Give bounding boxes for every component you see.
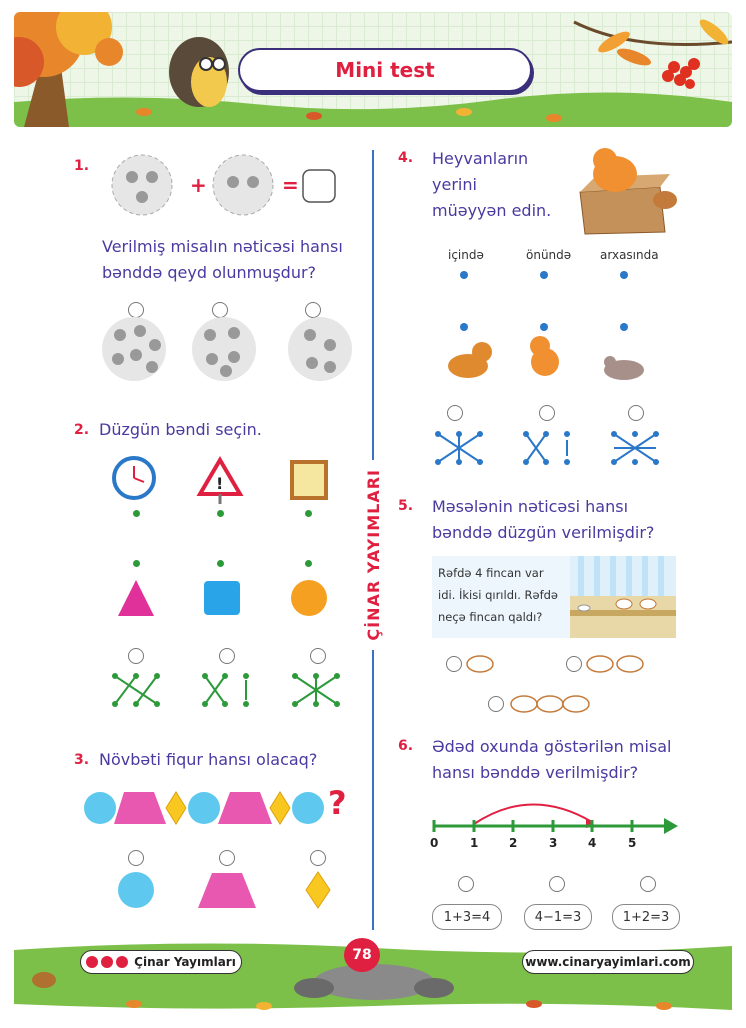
- q6-tick-3: 3: [549, 836, 558, 850]
- page-number-apple: 78: [344, 938, 380, 972]
- q4-cat-box-illustration: [579, 148, 677, 235]
- q6-option-a-radio[interactable]: [458, 876, 474, 892]
- q5-text-line1: Məsələnin nəticəsi hansı: [432, 497, 629, 516]
- svg-text:!: !: [216, 474, 223, 493]
- q6-tick-4: 4: [588, 836, 597, 850]
- q2-option-a-radio[interactable]: [128, 648, 144, 664]
- q2-bottom-dot-1[interactable]: [133, 560, 140, 567]
- q6-option-b-equation[interactable]: 4−1=3: [524, 904, 592, 930]
- q4-animals-illustration: [448, 336, 644, 380]
- q4-top-dot-3[interactable]: [620, 271, 628, 279]
- q6-option-c-radio[interactable]: [640, 876, 656, 892]
- q2-number: 2.: [74, 422, 90, 438]
- youtube-icon: [116, 956, 129, 968]
- footer-website[interactable]: www.cinaryayimlari.com: [525, 955, 691, 969]
- footer-website-pill[interactable]: www.cinaryayimlari.com: [522, 950, 694, 974]
- q2-option-b-radio[interactable]: [219, 648, 235, 664]
- footer-publisher-pill[interactable]: Çinar Yayımları: [80, 950, 242, 974]
- q4-bottom-dot-2[interactable]: [540, 323, 548, 331]
- q1-option-c-radio[interactable]: [305, 302, 321, 318]
- page-title: Mini test: [335, 58, 435, 82]
- svg-text:+: +: [190, 173, 207, 197]
- q5-text-line2: bənddə düzgün verilmişdir?: [432, 523, 655, 542]
- q6-option-c-equation[interactable]: 1+2=3: [612, 904, 680, 930]
- q2-top-dot-1[interactable]: [133, 510, 140, 517]
- q5-number: 5.: [398, 498, 414, 514]
- q5-cups-illustration: [466, 655, 644, 713]
- q1-equation-illustration: + =: [111, 154, 336, 216]
- q4-text-line2: yerini: [432, 175, 477, 194]
- q4-bottom-dot-3[interactable]: [620, 323, 628, 331]
- q4-option-c-radio[interactable]: [628, 405, 644, 421]
- q3-option-b-radio[interactable]: [219, 850, 235, 866]
- q4-label-behind: arxasında: [600, 248, 659, 262]
- q2-option-c-radio[interactable]: [310, 648, 326, 664]
- q3-question-mark: ?: [328, 784, 347, 822]
- q2-text: Düzgün bəndi seçin.: [99, 420, 262, 439]
- q3-answer-shapes: [118, 871, 331, 909]
- title-box: Mini test: [238, 48, 532, 92]
- q2-top-dot-2[interactable]: [217, 510, 224, 517]
- page-number: 78: [352, 947, 372, 963]
- publisher-vertical-label: ÇİNAR YAYIMLARI: [358, 460, 388, 650]
- q3-option-c-radio[interactable]: [310, 850, 326, 866]
- q4-label-inside: içində: [448, 248, 484, 262]
- q6-number-line: [432, 803, 678, 834]
- q5-problem-text: Rəfdə 4 fincan var idi. İkisi qırıldı. R…: [438, 566, 558, 624]
- q4-option-b-radio[interactable]: [539, 405, 555, 421]
- q6-text-line2: hansı bənddə verilmişdir?: [432, 763, 639, 782]
- q2-bottom-dot-3[interactable]: [305, 560, 312, 567]
- q2-top-dot-3[interactable]: [305, 510, 312, 517]
- svg-text:=: =: [282, 173, 299, 197]
- q3-pattern-sequence: [84, 791, 324, 825]
- q5-shelf-illustration: [570, 556, 676, 638]
- q5-problem-box: Rəfdə 4 fincan var idi. İkisi qırıldı. R…: [432, 556, 676, 638]
- q3-option-a-radio[interactable]: [128, 850, 144, 866]
- q6-tick-2: 2: [509, 836, 518, 850]
- q6-option-a-equation[interactable]: 1+3=4: [432, 904, 502, 930]
- q1-answer-mice-illustration: [102, 317, 352, 381]
- q2-bottom-dot-2[interactable]: [217, 560, 224, 567]
- q4-number: 4.: [398, 150, 414, 166]
- q2-matching-lines: [112, 673, 340, 707]
- q3-number: 3.: [74, 752, 90, 768]
- q6-tick-0: 0: [430, 836, 439, 850]
- q5-option-a-radio[interactable]: [446, 656, 462, 672]
- q5-option-b-radio[interactable]: [566, 656, 582, 672]
- q1-number: 1.: [74, 158, 90, 174]
- instagram-icon: [101, 956, 114, 968]
- q5-option-c-radio[interactable]: [488, 696, 504, 712]
- q4-top-dot-2[interactable]: [540, 271, 548, 279]
- q4-option-a-radio[interactable]: [447, 405, 463, 421]
- q2-objects-illustration: !: [112, 456, 328, 504]
- q6-tick-5: 5: [628, 836, 637, 850]
- q4-text-line1: Heyvanların: [432, 149, 529, 168]
- q4-top-dot-1[interactable]: [460, 271, 468, 279]
- q6-tick-1: 1: [470, 836, 479, 850]
- autumn-scene-illustration: [14, 12, 732, 127]
- facebook-icon: [86, 956, 99, 968]
- q1-text-line1: Verilmiş misalın nəticəsi hansı: [102, 237, 343, 256]
- q6-text-line1: Ədəd oxunda göstərilən misal: [432, 737, 672, 756]
- q4-bottom-dot-1[interactable]: [460, 323, 468, 331]
- q1-text-line2: bənddə qeyd olunmuşdur?: [102, 263, 317, 282]
- q6-option-b-radio[interactable]: [549, 876, 565, 892]
- q4-matching-lines: [435, 431, 659, 465]
- q4-label-front: önündə: [526, 248, 572, 262]
- q6-number: 6.: [398, 738, 414, 754]
- q3-text: Növbəti fiqur hansı olacaq?: [99, 750, 318, 769]
- q4-text-line3: müəyyən edin.: [432, 201, 552, 220]
- q2-shapes-illustration: [118, 580, 327, 616]
- footer-publisher-name: Çinar Yayımları: [134, 955, 236, 969]
